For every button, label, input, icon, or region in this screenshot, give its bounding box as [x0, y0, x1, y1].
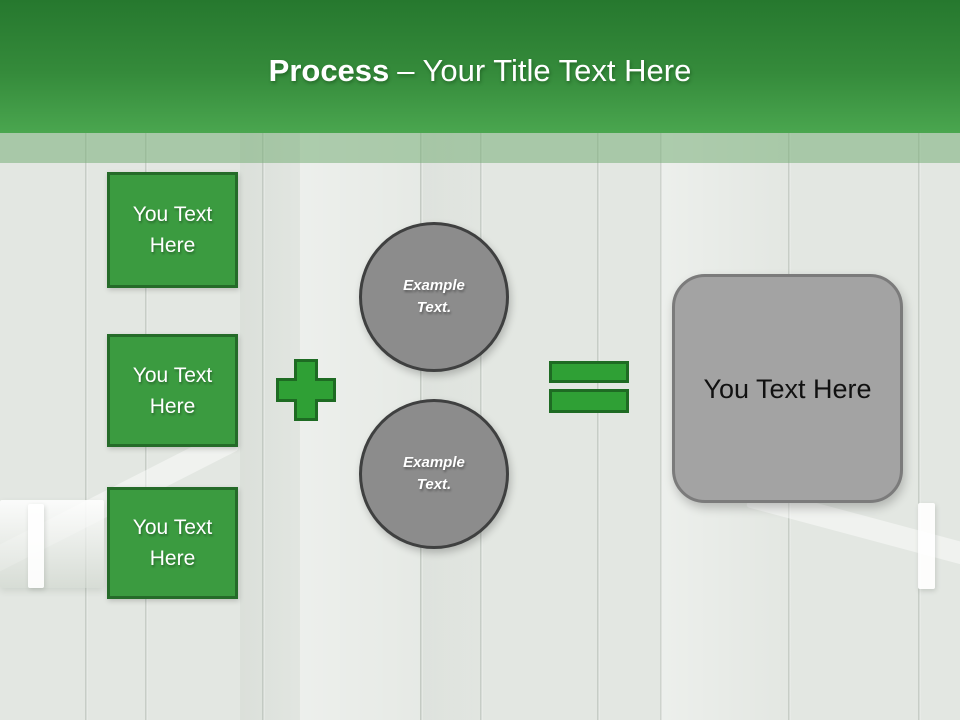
header-accent-strip: [0, 133, 960, 163]
result-box: You Text Here: [672, 274, 903, 503]
plus-icon: [276, 359, 336, 421]
door-seam: [918, 0, 921, 720]
title-emphasis: Process: [268, 53, 390, 88]
door-seam: [480, 0, 483, 720]
example-circle-1-label: Example Text.: [403, 277, 465, 316]
example-circle-2: Example Text.: [359, 399, 509, 549]
door-handle-right-end: [918, 503, 935, 589]
title-separator: –: [397, 53, 415, 88]
input-box-1: You Text Here: [107, 172, 238, 288]
door-seam: [660, 0, 663, 720]
example-circle-2-label: Example Text.: [403, 454, 465, 493]
input-box-2-label: You Text Here: [132, 363, 213, 418]
slide-title: Process–Your Title Text Here: [0, 49, 960, 93]
door-handle-left-end: [28, 504, 44, 588]
input-box-3-label: You Text Here: [132, 516, 213, 570]
input-box-3: You Text Here: [107, 487, 238, 599]
input-box-1-label: You Text Here: [132, 203, 213, 257]
title-bar: Process–Your Title Text Here: [0, 0, 960, 133]
example-circle-1: Example Text.: [359, 222, 509, 372]
door-handle-left: [0, 500, 104, 588]
equals-icon: [549, 361, 629, 413]
result-box-label: You Text Here: [703, 373, 872, 404]
title-subtitle: Your Title Text Here: [422, 53, 692, 88]
door-seam: [85, 0, 88, 720]
input-box-2: You Text Here: [107, 334, 238, 447]
door-seam: [262, 0, 265, 720]
door-seam: [597, 0, 600, 720]
